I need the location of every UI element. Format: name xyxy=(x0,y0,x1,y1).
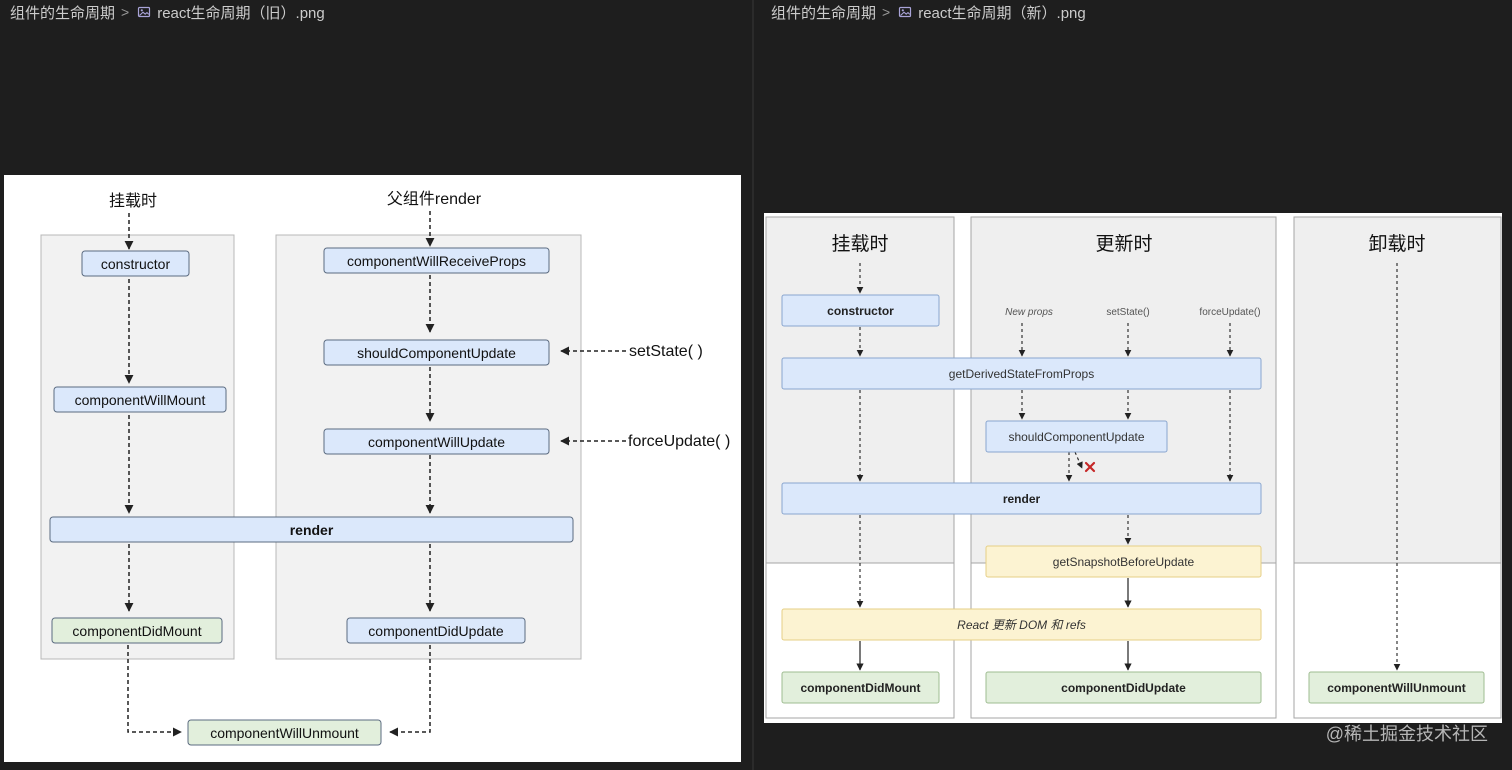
unmount-heading: 卸载时 xyxy=(1368,233,1425,255)
component-did-update-label: componentDidUpdate xyxy=(1061,681,1186,695)
left-editor-pane: 组件的生命周期 > react生命周期（旧）.png xyxy=(0,0,752,770)
get-snapshot-before-update-box xyxy=(985,545,1262,578)
solid-arrows xyxy=(856,578,1132,671)
render-box xyxy=(49,516,574,543)
close-icon xyxy=(1084,461,1096,473)
component-will-receive-props-label: componentWillReceiveProps xyxy=(347,253,526,269)
should-component-update-label: shouldComponentUpdate xyxy=(1008,430,1144,444)
breadcrumb-separator: > xyxy=(121,4,130,20)
update-heading: 父组件render xyxy=(387,190,482,208)
component-did-update-label: componentDidUpdate xyxy=(368,623,504,639)
constructor-label: constructor xyxy=(827,304,894,318)
component-will-unmount-label: componentWillUnmount xyxy=(1327,681,1466,695)
component-will-unmount-box xyxy=(187,719,382,746)
component-did-mount-label: componentDidMount xyxy=(72,623,201,639)
component-did-mount-label: componentDidMount xyxy=(801,681,921,695)
component-will-unmount-box xyxy=(1308,671,1485,704)
flow-arrows xyxy=(124,211,626,737)
component-will-update-label: componentWillUpdate xyxy=(368,434,505,450)
breadcrumb-folder[interactable]: 组件的生命周期 xyxy=(10,4,116,22)
should-component-update-box xyxy=(323,339,550,366)
trigger-set-state: setState() xyxy=(1106,307,1149,318)
breadcrumb-file[interactable]: react生命周期（旧）.png xyxy=(157,4,325,22)
breadcrumb-left: 组件的生命周期 > react生命周期（旧）.png xyxy=(10,2,325,22)
component-will-receive-props-box xyxy=(323,247,550,274)
mount-section xyxy=(40,234,235,660)
new-lifecycle-diagram: 挂载时 更新时 卸载时 New props setState() forceUp… xyxy=(764,213,1502,723)
trigger-force-update: forceUpdate() xyxy=(1199,307,1260,318)
breadcrumb-separator: > xyxy=(882,4,891,20)
breadcrumb-right: 组件的生命周期 > react生命周期（新）.png xyxy=(771,2,1086,22)
component-will-unmount-label: componentWillUnmount xyxy=(210,725,359,741)
mount-heading: 挂载时 xyxy=(831,233,888,255)
component-did-mount-box xyxy=(781,671,940,704)
constructor-box xyxy=(81,250,190,277)
watermark: @稀土掘金技术社区 xyxy=(1325,724,1488,744)
react-updates-dom-box xyxy=(781,608,1262,641)
render-label: render xyxy=(1003,492,1041,506)
should-component-update-box xyxy=(985,420,1168,453)
image-file-icon xyxy=(898,5,912,19)
breadcrumb-file[interactable]: react生命周期（新）.png xyxy=(918,4,1086,22)
component-did-update-box xyxy=(985,671,1262,704)
component-will-mount-label: componentWillMount xyxy=(75,392,206,408)
flow-arrows xyxy=(856,263,1401,671)
pane-divider[interactable] xyxy=(752,0,754,770)
force-update-label: forceUpdate( ) xyxy=(628,433,730,450)
image-file-icon xyxy=(137,5,151,19)
trigger-new-props: New props xyxy=(1005,307,1053,318)
get-snapshot-before-update-label: getSnapshotBeforeUpdate xyxy=(1053,555,1195,569)
component-will-update-box xyxy=(323,428,550,455)
update-heading: 更新时 xyxy=(1095,233,1152,255)
component-will-mount-box xyxy=(53,386,227,413)
set-state-label: setState( ) xyxy=(629,343,703,360)
breadcrumb-folder[interactable]: 组件的生命周期 xyxy=(771,4,877,22)
render-label: render xyxy=(290,522,334,538)
constructor-label: constructor xyxy=(101,256,171,272)
get-derived-state-from-props-box xyxy=(781,357,1262,390)
react-updates-dom-label: React 更新 DOM 和 refs xyxy=(957,618,1086,632)
component-did-mount-box xyxy=(51,617,223,644)
should-component-update-label: shouldComponentUpdate xyxy=(357,345,516,361)
constructor-box xyxy=(781,294,940,327)
get-derived-state-from-props-label: getDerivedStateFromProps xyxy=(949,367,1094,381)
mount-heading: 挂载时 xyxy=(109,192,157,210)
component-did-update-box xyxy=(346,617,526,644)
render-box xyxy=(781,482,1262,515)
old-lifecycle-diagram: 挂载时 父组件render constructor componentWillM… xyxy=(4,175,741,762)
